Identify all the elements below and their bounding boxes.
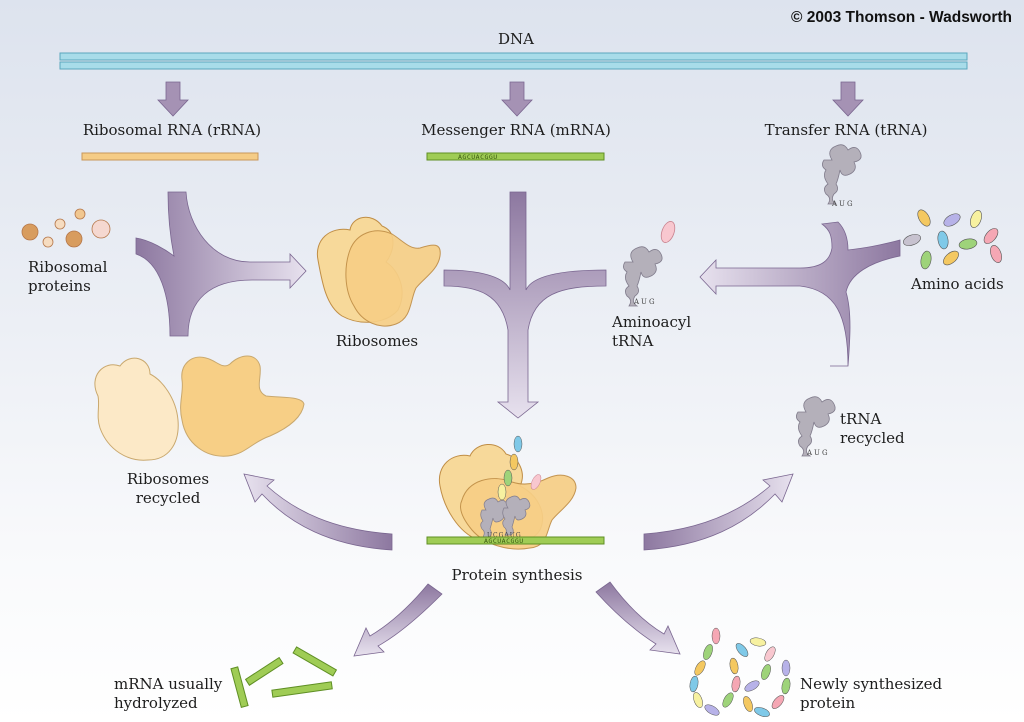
ribosomes-recycled-label: Ribosomes recycled (126, 470, 210, 507)
rrna-merge-arrow (135, 191, 307, 337)
protein-synthesis-label: Protein synthesis (451, 566, 583, 584)
recycled-anticodon: AUG (806, 449, 830, 457)
protein-synthesis-complex: UCGAUG AGCUACGGU (426, 435, 605, 550)
mrna-branch-arrow (443, 191, 607, 419)
ribosomal-protein-dots (21, 208, 111, 248)
ribosomal-proteins-label: Ribosomal proteins (28, 258, 108, 295)
trna-label: Transfer RNA (tRNA) (764, 121, 928, 139)
dna-strand (59, 52, 968, 70)
mrna-label: Messenger RNA (mRNA) (421, 121, 611, 139)
recycle-arrows (243, 473, 794, 657)
ribosomes-label: Ribosomes (335, 332, 419, 350)
trna-recycled-icon: AUG (796, 396, 836, 457)
recycled-ribosome-subunits (94, 355, 305, 461)
amino-acid-ellipses (903, 209, 1002, 270)
synthesis-mrna-strand (426, 536, 605, 545)
mrna-sequence: AGCUACGGU (458, 153, 498, 161)
dna-label: DNA (498, 30, 534, 48)
new-protein-chain (689, 627, 791, 717)
trna-recycled-label: tRNA recycled (840, 410, 905, 447)
mrna-strand (426, 152, 605, 161)
trna-anticodon: AUG (831, 200, 855, 208)
copyright-text: © 2003 Thomson - Wadsworth (791, 9, 1012, 26)
rrna-label: Ribosomal RNA (rRNA) (82, 121, 262, 139)
trna-merge-arrow (699, 221, 901, 367)
new-protein-label: Newly synthesized protein (800, 675, 943, 712)
synthesis-mrna-sequence: AGCUACGGU (484, 537, 524, 545)
trna-icon-top: AUG (822, 144, 862, 208)
aminoacyl-trna-label: Aminoacyl tRNA (612, 313, 692, 350)
ribosome-icon (316, 216, 441, 327)
dna-to-rna-arrows (157, 81, 864, 117)
aminoacyl-trna-icon: AUG (623, 221, 676, 307)
synthesis-anticodons: UCGAUG (487, 532, 522, 539)
hydrolyzed-mrna-fragments (230, 646, 338, 708)
aminoacyl-anticodon: AUG (633, 298, 657, 306)
rrna-strand (81, 152, 259, 161)
mrna-hydrolyzed-label: mRNA usually hydrolyzed (114, 675, 223, 712)
amino-acids-label: Amino acids (911, 275, 1004, 293)
